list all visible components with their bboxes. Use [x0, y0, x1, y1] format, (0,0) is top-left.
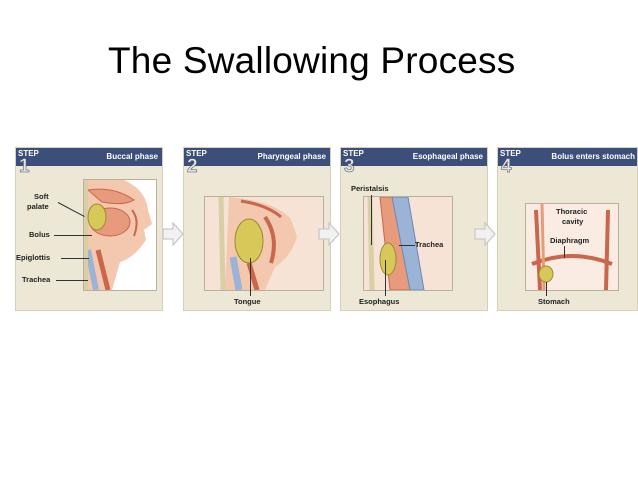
label-trachea-3: Trachea [415, 240, 444, 249]
step-3-illustration [363, 196, 453, 291]
label-epiglottis: Epiglottis [16, 253, 51, 262]
label-bolus: Bolus [29, 230, 50, 239]
step-2-illustration [204, 196, 324, 291]
label-esophagus: Esophagus [359, 297, 400, 306]
step-1-word: STEP [18, 149, 39, 158]
label-trachea-1: Trachea [22, 275, 51, 284]
step-2-phase: Pharyngeal phase [257, 152, 326, 161]
leader-epiglottis [61, 258, 89, 259]
step-1-phase: Buccal phase [106, 152, 158, 161]
bolus-1 [87, 203, 107, 231]
label-soft: Soft [34, 192, 49, 201]
label-stomach: Stomach [538, 297, 570, 306]
leader-bolus [54, 235, 92, 236]
leader-tongue [250, 258, 251, 296]
leader-soft-palate [57, 202, 85, 218]
step-4-number: 4 [501, 156, 512, 177]
leader-trachea-1 [56, 280, 88, 281]
stomach-cross-section-4 [526, 204, 618, 290]
step-4-illustration [525, 203, 619, 291]
leader-stomach [546, 282, 547, 296]
step-4-word: STEP [500, 149, 521, 158]
step-3-word: STEP [343, 149, 364, 158]
step-3-header: STEP Esophageal phase [341, 148, 487, 166]
label-tongue: Tongue [234, 297, 261, 306]
throat-cross-section-2 [205, 197, 323, 290]
step-2-word: STEP [186, 149, 207, 158]
step-1-number: 1 [19, 156, 30, 177]
step-1-panel: STEP Buccal phase 1 Soft palate Bolus Ep… [15, 147, 163, 311]
arrow-1-icon [162, 222, 184, 246]
step-4-panel: STEP Bolus enters stomach 4 Thoracic cav… [497, 147, 638, 311]
step-2-panel: STEP Pharyngeal phase 2 Tongue [183, 147, 331, 311]
label-peristalsis: Peristalsis [351, 184, 389, 193]
step-2-header: STEP Pharyngeal phase [184, 148, 330, 166]
label-thoracic: Thoracic [556, 207, 588, 216]
step-4-phase: Bolus enters stomach [551, 152, 635, 161]
step-4-header: STEP Bolus enters stomach [498, 148, 637, 166]
leader-trachea-3 [399, 245, 415, 246]
label-cavity: cavity [562, 217, 584, 226]
esophagus-cross-section-3 [364, 197, 452, 290]
leader-diaphragm [564, 246, 565, 258]
step-3-panel: STEP Esophageal phase 3 Peristalsis Trac… [340, 147, 488, 311]
arrow-2-icon [318, 222, 340, 246]
step-2-number: 2 [187, 156, 198, 177]
leader-peristalsis [371, 195, 372, 245]
step-3-phase: Esophageal phase [412, 152, 483, 161]
leader-esophagus [385, 260, 386, 296]
step-3-number: 3 [344, 156, 355, 177]
arrow-3-icon [474, 222, 496, 246]
page-title: The Swallowing Process [108, 40, 516, 81]
step-1-header: STEP Buccal phase [16, 148, 162, 166]
label-palate: palate [27, 202, 49, 211]
label-diaphragm: Diaphragm [550, 236, 590, 245]
